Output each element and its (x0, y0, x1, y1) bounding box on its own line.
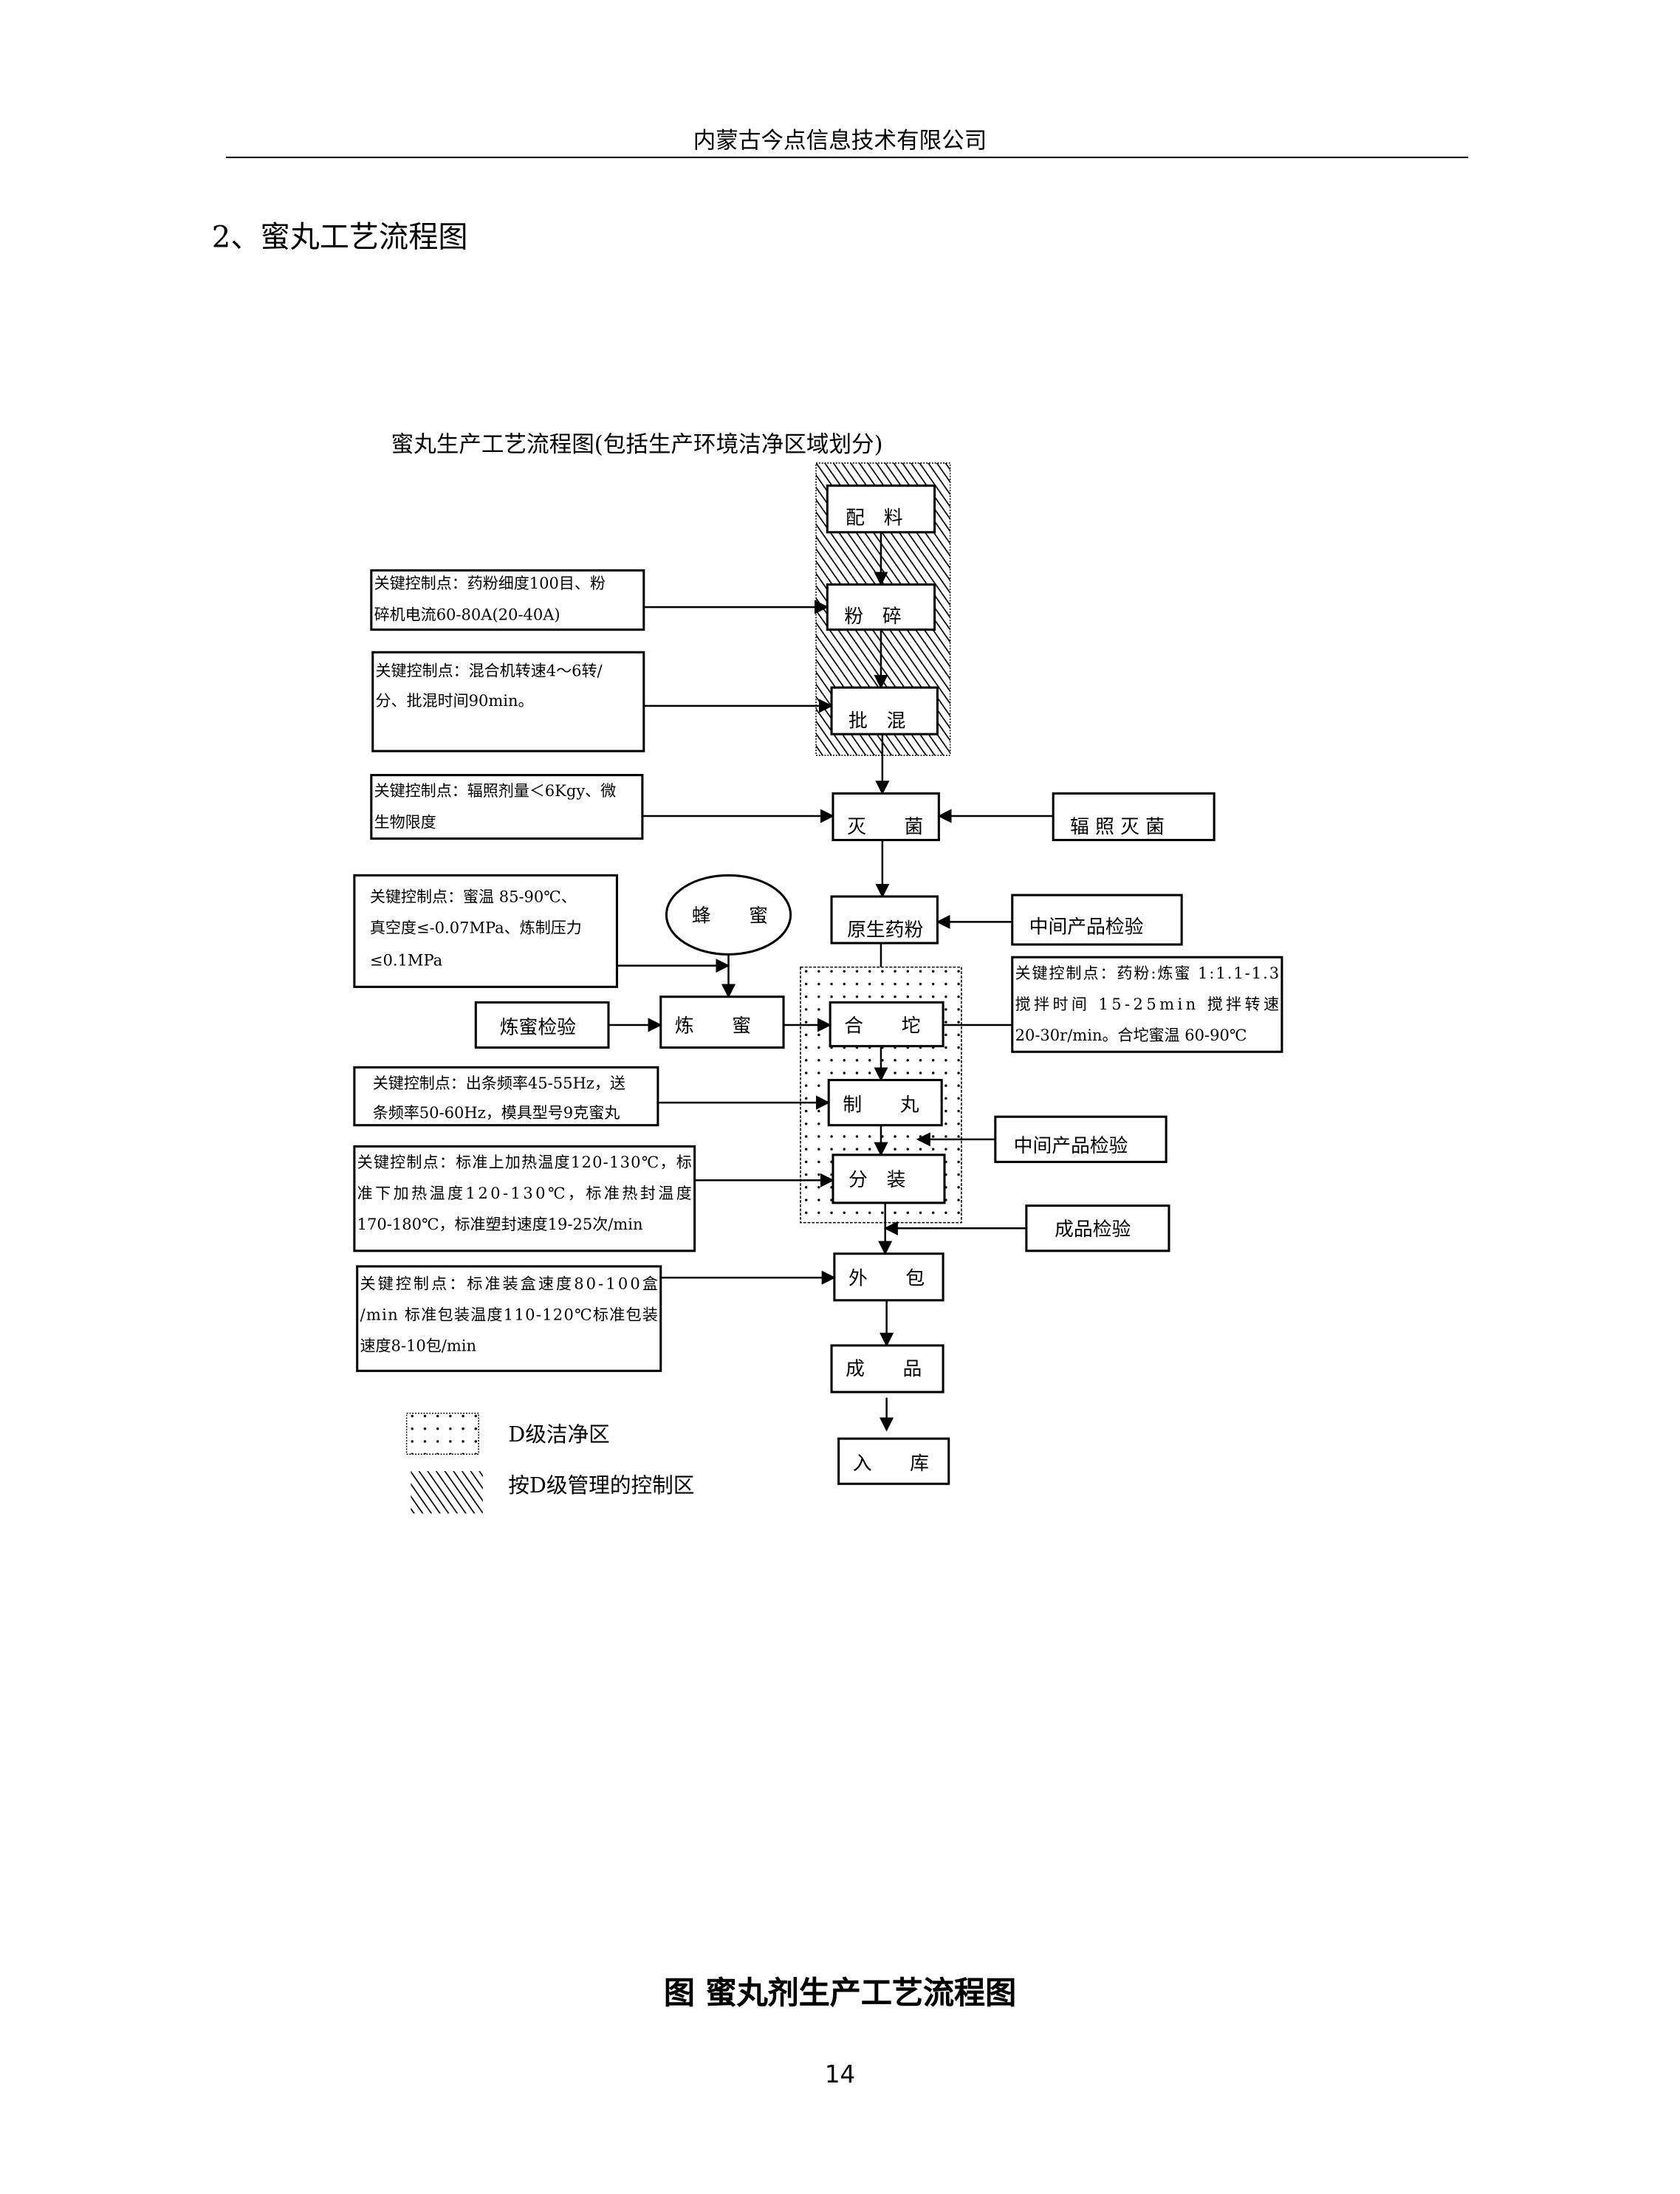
svg-text:分 装: 分 装 (848, 1169, 905, 1191)
step-lianmi: 炼 蜜 (659, 995, 785, 1049)
control-point-box: 关键控制点：药粉细度100目、粉 碎机电流60-80A(20-40A) (370, 569, 645, 631)
svg-text:真空度≤-0.07MPa、炼制压力: 真空度≤-0.07MPa、炼制压力 (370, 919, 582, 937)
svg-text:关键控制点：出条频率45-55Hz，送: 关键控制点：出条频率45-55Hz，送 (373, 1074, 625, 1092)
svg-text:关键控制点：药粉细度100目、粉: 关键控制点：药粉细度100目、粉 (374, 574, 606, 592)
header-divider (225, 157, 1469, 159)
svg-text:关键控制点：蜜温 85-90℃、: 关键控制点：蜜温 85-90℃、 (370, 888, 577, 906)
svg-text:原生药粉: 原生药粉 (847, 919, 923, 942)
svg-text:碎机电流60-80A(20-40A): 碎机电流60-80A(20-40A) (374, 605, 560, 623)
svg-text:炼蜜检验: 炼蜜检验 (500, 1016, 576, 1038)
step-yuansheng-yaofen: 原生药粉 (830, 895, 939, 945)
svg-text:合 坨: 合 坨 (844, 1015, 920, 1038)
figure-caption: 图 蜜丸剂生产工艺流程图 (663, 1976, 1017, 2012)
svg-text:分、批混时间90min。: 分、批混时间90min。 (376, 691, 534, 710)
svg-text:配 料: 配 料 (846, 507, 902, 529)
step-lianmi-inspection: 炼蜜检验 (474, 1001, 610, 1049)
step-peiliao: 配 料 (826, 484, 936, 534)
legend-dotted-label: D级洁净区 (508, 1422, 610, 1447)
step-pihun: 批 混 (830, 686, 939, 736)
svg-text:关键控制点：辐照剂量＜6Kgy、微: 关键控制点：辐照剂量＜6Kgy、微 (374, 781, 617, 800)
step-fenzhuang: 分 装 (832, 1153, 946, 1204)
step-waibao: 外 包 (833, 1252, 944, 1302)
connectors (608, 532, 1054, 1432)
legend: D级洁净区 按D级管理的控制区 (405, 1412, 694, 1514)
svg-text:外 包: 外 包 (848, 1268, 925, 1290)
step-intermediate-inspection-1: 中间产品检验 (1011, 894, 1183, 946)
section-title: 2、蜜丸工艺流程图 (211, 220, 468, 255)
step-ruku: 入 库 (837, 1437, 950, 1485)
svg-text:170-180℃，标准塑封速度19-25次/min: 170-180℃，标准塑封速度19-25次/min (357, 1215, 643, 1233)
step-intermediate-inspection-2: 中间产品检验 (994, 1115, 1168, 1163)
svg-text:生物限度: 生物限度 (374, 812, 436, 831)
page-number: 14 (824, 2061, 856, 2090)
control-point-box: 关键控制点：标准装盒速度80-100盒 /min 标准包装温度110-120℃标… (356, 1265, 662, 1372)
step-miejun: 灭 菌 (832, 792, 940, 842)
svg-text:粉 碎: 粉 碎 (844, 606, 901, 628)
svg-text:≤0.1MPa: ≤0.1MPa (370, 951, 442, 970)
svg-text:搅拌时间 15-25min 搅拌转速: 搅拌时间 15-25min 搅拌转速 (1015, 995, 1280, 1013)
control-point-box: 关键控制点：辐照剂量＜6Kgy、微 生物限度 (370, 774, 644, 840)
svg-text:关键控制点：标准上加热温度120-130℃，标: 关键控制点：标准上加热温度120-130℃，标 (357, 1153, 692, 1171)
diagram-title: 蜜丸生产工艺流程图(包括生产环境洁净区域划分) (391, 432, 883, 458)
step-fengmi: 蜂 蜜 (665, 874, 792, 956)
svg-text:速度8-10包/min: 速度8-10包/min (360, 1337, 477, 1355)
step-hetuo: 合 坨 (829, 1001, 944, 1048)
svg-text:条频率50-60Hz，模具型号9克蜜丸: 条频率50-60Hz，模具型号9克蜜丸 (373, 1103, 620, 1122)
svg-text:入 库: 入 库 (853, 1453, 929, 1475)
control-point-box: 关键控制点：蜜温 85-90℃、 真空度≤-0.07MPa、炼制压力 ≤0.1M… (353, 874, 618, 988)
step-finished-inspection: 成品检验 (1025, 1204, 1170, 1252)
legend-hatched-label: 按D级管理的控制区 (508, 1473, 694, 1498)
svg-text:成 品: 成 品 (846, 1358, 922, 1380)
step-chengpin: 成 品 (830, 1344, 944, 1393)
svg-text:关键控制点：药粉:炼蜜 1:1.1-1.3: 关键控制点：药粉:炼蜜 1:1.1-1.3 (1015, 964, 1280, 982)
svg-text:准下加热温度120-130℃，标准热封温度: 准下加热温度120-130℃，标准热封温度 (357, 1184, 692, 1202)
page-header: 内蒙古今点信息技术有限公司 (693, 127, 987, 154)
svg-text:关键控制点：标准装盒速度80-100盒: 关键控制点：标准装盒速度80-100盒 (360, 1274, 658, 1292)
control-point-box: 关键控制点：药粉:炼蜜 1:1.1-1.3 搅拌时间 15-25min 搅拌转速… (1011, 956, 1283, 1053)
svg-text:成品检验: 成品检验 (1055, 1218, 1131, 1241)
control-point-box: 关键控制点：出条频率45-55Hz，送 条频率50-60Hz，模具型号9克蜜丸 (353, 1066, 659, 1127)
step-fuzhao-miejun: 辐 照 灭 菌 (1052, 792, 1216, 842)
legend-hatched-swatch (411, 1471, 483, 1514)
step-fensui: 粉 碎 (826, 583, 936, 631)
svg-text:中间产品检验: 中间产品检验 (1029, 916, 1144, 939)
legend-dotted-swatch (405, 1412, 479, 1455)
control-point-box: 关键控制点：标准上加热温度120-130℃，标 准下加热温度120-130℃，标… (353, 1145, 696, 1252)
svg-text:中间产品检验: 中间产品检验 (1014, 1135, 1128, 1157)
svg-text:蜂 蜜: 蜂 蜜 (692, 905, 768, 927)
step-zhiwan: 制 丸 (827, 1078, 943, 1127)
svg-text:20-30r/min。合坨蜜温 60-90℃: 20-30r/min。合坨蜜温 60-90℃ (1015, 1026, 1247, 1044)
control-point-box: 关键控制点：混合机转速4～6转/ 分、批混时间90min。 (371, 651, 645, 753)
svg-text:炼 蜜: 炼 蜜 (675, 1015, 751, 1038)
svg-text:灭 菌: 灭 菌 (847, 816, 923, 838)
svg-text:/min 标准包装温度110-120℃标准包装: /min 标准包装温度110-120℃标准包装 (360, 1306, 658, 1324)
svg-text:辐 照 灭 菌: 辐 照 灭 菌 (1070, 816, 1165, 838)
svg-text:制 丸: 制 丸 (843, 1094, 919, 1117)
svg-text:关键控制点：混合机转速4～6转/: 关键控制点：混合机转速4～6转/ (376, 662, 603, 680)
svg-text:批 混: 批 混 (848, 710, 905, 733)
